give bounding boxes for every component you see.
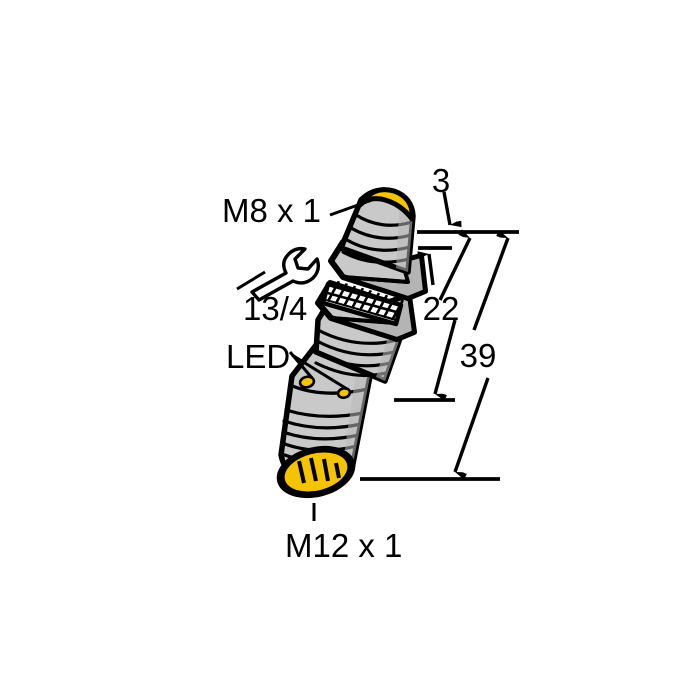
- label-m12-thread: M12 x 1: [285, 527, 402, 564]
- leader-led-b: [291, 353, 348, 391]
- dim-arrow-22-down: [433, 319, 457, 394]
- leader-wrench: [236, 270, 266, 291]
- dim-arrow-22-up: [438, 238, 472, 301]
- leader-m8: [329, 198, 373, 217]
- dim-arrow-39-up: [472, 238, 510, 331]
- dim-label-22: 22: [423, 290, 460, 327]
- exposed-thread-band: [320, 280, 404, 327]
- label-wrench-size: 13/4: [243, 290, 307, 327]
- dim-arrow-39-down: [453, 377, 490, 472]
- m8-sensing-face-cap: [357, 187, 415, 222]
- dimension-lines: [360, 191, 519, 481]
- dim-label-39: 39: [460, 337, 497, 374]
- wrench-icon: [250, 246, 321, 302]
- m12-end-face: [276, 445, 356, 499]
- sensor-body-group: [276, 187, 428, 499]
- leader-lines: [236, 198, 373, 521]
- label-led: LED: [226, 338, 290, 375]
- dim-label-3: 3: [432, 162, 450, 199]
- dim-arrow-3-up: [429, 254, 435, 286]
- label-m8-thread: M8 x 1: [222, 192, 321, 229]
- m12-contact-slots: [297, 457, 341, 484]
- dim-arrow-3-down: [442, 191, 450, 225]
- thread-hatching: [326, 280, 404, 322]
- led-indicators: [298, 375, 352, 399]
